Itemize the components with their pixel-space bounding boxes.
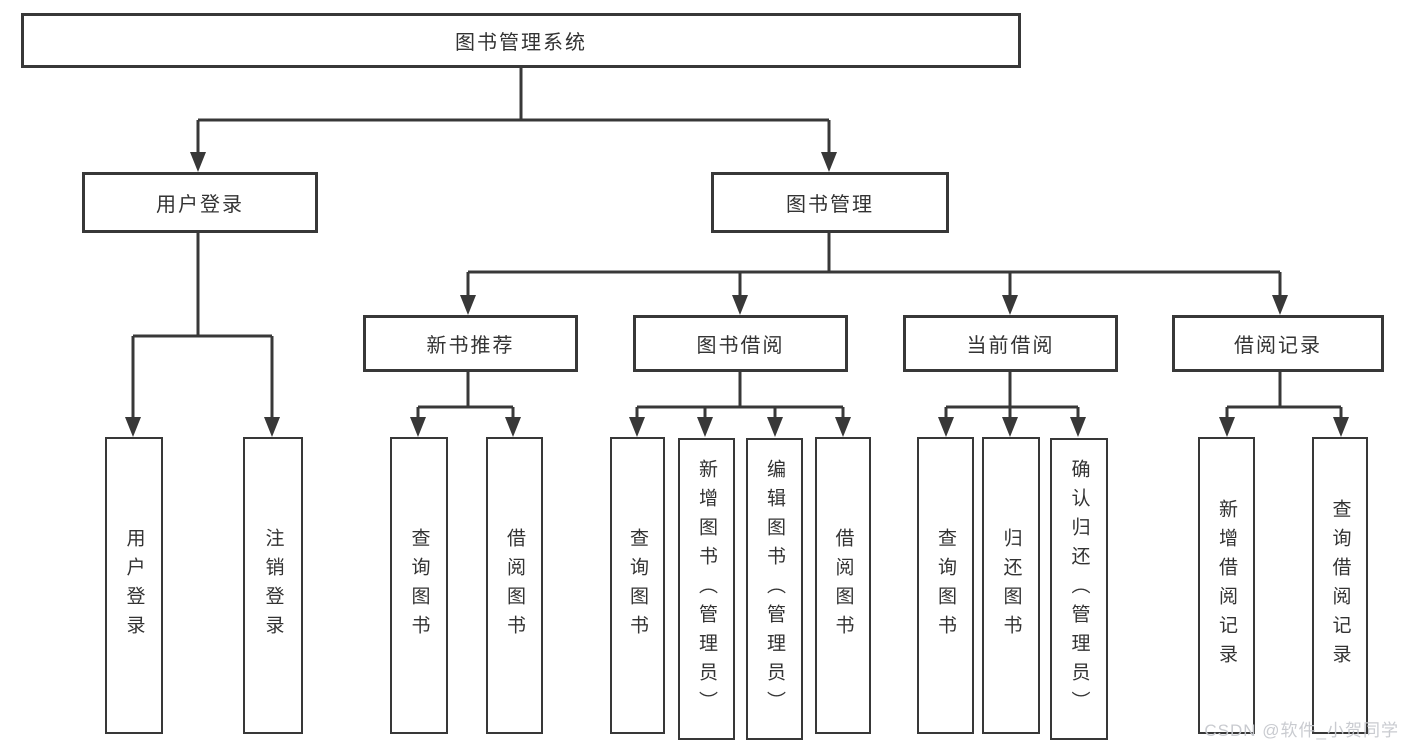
leaf-query-books-borrowing: 查询图书	[610, 437, 665, 734]
node-label: 编辑图书（管理员）	[764, 458, 785, 720]
leaf-query-books-recommend: 查询图书	[390, 437, 448, 734]
node-label: 图书借阅	[696, 335, 785, 357]
node-label: 归还图书	[1000, 527, 1022, 644]
node-label: 图书管理	[786, 194, 874, 216]
node-label: 借阅图书	[832, 527, 854, 644]
node-current-borrowing: 当前借阅	[903, 315, 1118, 372]
node-label: 图书管理系统	[455, 32, 587, 54]
leaf-borrow-books: 借阅图书	[815, 437, 871, 734]
leaf-add-book-admin: 新增图书（管理员）	[678, 438, 735, 740]
node-label: 查询图书	[627, 527, 648, 644]
node-label: 新增借阅记录	[1216, 498, 1237, 673]
leaf-query-borrow-record: 查询借阅记录	[1312, 437, 1368, 734]
node-label: 注销登录	[262, 527, 284, 644]
node-borrowing-records: 借阅记录	[1172, 315, 1384, 372]
csdn-watermark: CSDN @软件_小贺同学	[1204, 721, 1399, 740]
node-label: 确认归还（管理员）	[1068, 458, 1090, 720]
node-label: 查询图书	[408, 527, 430, 644]
leaf-logout: 注销登录	[243, 437, 303, 734]
connector-lines	[131, 68, 1343, 421]
node-label: 借阅记录	[1234, 335, 1322, 357]
leaf-user-login: 用户登录	[105, 437, 163, 734]
node-book-management: 图书管理	[711, 172, 949, 233]
leaf-borrow-books-recommend: 借阅图书	[486, 437, 543, 734]
node-book-borrowing: 图书借阅	[633, 315, 848, 372]
node-label: 新书推荐	[426, 335, 515, 357]
node-label: 借阅图书	[504, 527, 525, 644]
node-label: 查询借阅记录	[1329, 498, 1351, 673]
node-label: 当前借阅	[966, 335, 1055, 357]
node-label: 查询图书	[935, 527, 956, 644]
node-user-login-module: 用户登录	[82, 172, 318, 233]
leaf-confirm-return-admin: 确认归还（管理员）	[1050, 438, 1108, 740]
leaf-query-books-current: 查询图书	[917, 437, 974, 734]
arrowheads	[125, 152, 1349, 437]
node-label: 新增图书（管理员）	[696, 458, 717, 720]
node-new-book-recommend: 新书推荐	[363, 315, 578, 372]
leaf-add-borrow-record: 新增借阅记录	[1198, 437, 1255, 734]
node-label: 用户登录	[156, 194, 244, 216]
leaf-return-book: 归还图书	[982, 437, 1040, 734]
leaf-edit-book-admin: 编辑图书（管理员）	[746, 438, 803, 740]
node-library-management-system: 图书管理系统	[21, 13, 1021, 68]
node-label: 用户登录	[123, 527, 145, 644]
